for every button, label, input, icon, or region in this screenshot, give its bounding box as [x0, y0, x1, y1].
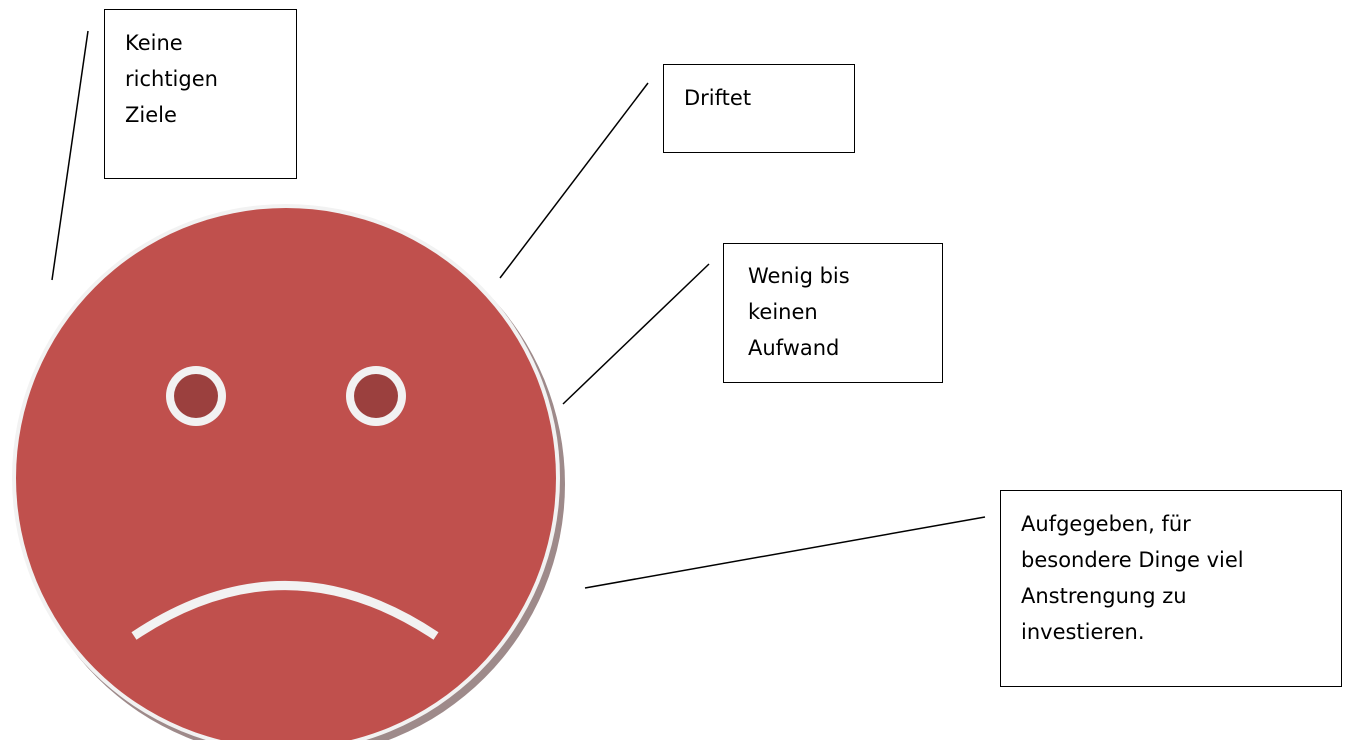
- callout-box-effort: Wenig bis keinen Aufwand: [723, 243, 943, 383]
- callout-text-giveup: Aufgegeben, für besondere Dinge viel Ans…: [1021, 512, 1244, 644]
- callout-box-drift: Driftet: [663, 64, 855, 153]
- connector-line-drift: [499, 82, 649, 279]
- connector-line-effort: [562, 263, 710, 405]
- right-eye: [346, 366, 406, 426]
- connector-line-goals: [51, 30, 89, 281]
- left-eye: [166, 366, 226, 426]
- left-pupil: [174, 374, 218, 418]
- callout-box-goals: Keine richtigen Ziele: [104, 9, 297, 179]
- callout-text-effort: Wenig bis keinen Aufwand: [748, 264, 850, 360]
- connector-line-giveup: [584, 516, 986, 589]
- callout-text-goals: Keine richtigen Ziele: [125, 31, 218, 127]
- right-pupil: [354, 374, 398, 418]
- frown-mouth: [131, 581, 439, 640]
- callout-text-drift: Driftet: [684, 86, 752, 110]
- face-body: [16, 208, 556, 740]
- sad-face-icon: [12, 204, 565, 740]
- callout-box-giveup: Aufgegeben, für besondere Dinge viel Ans…: [1000, 490, 1342, 687]
